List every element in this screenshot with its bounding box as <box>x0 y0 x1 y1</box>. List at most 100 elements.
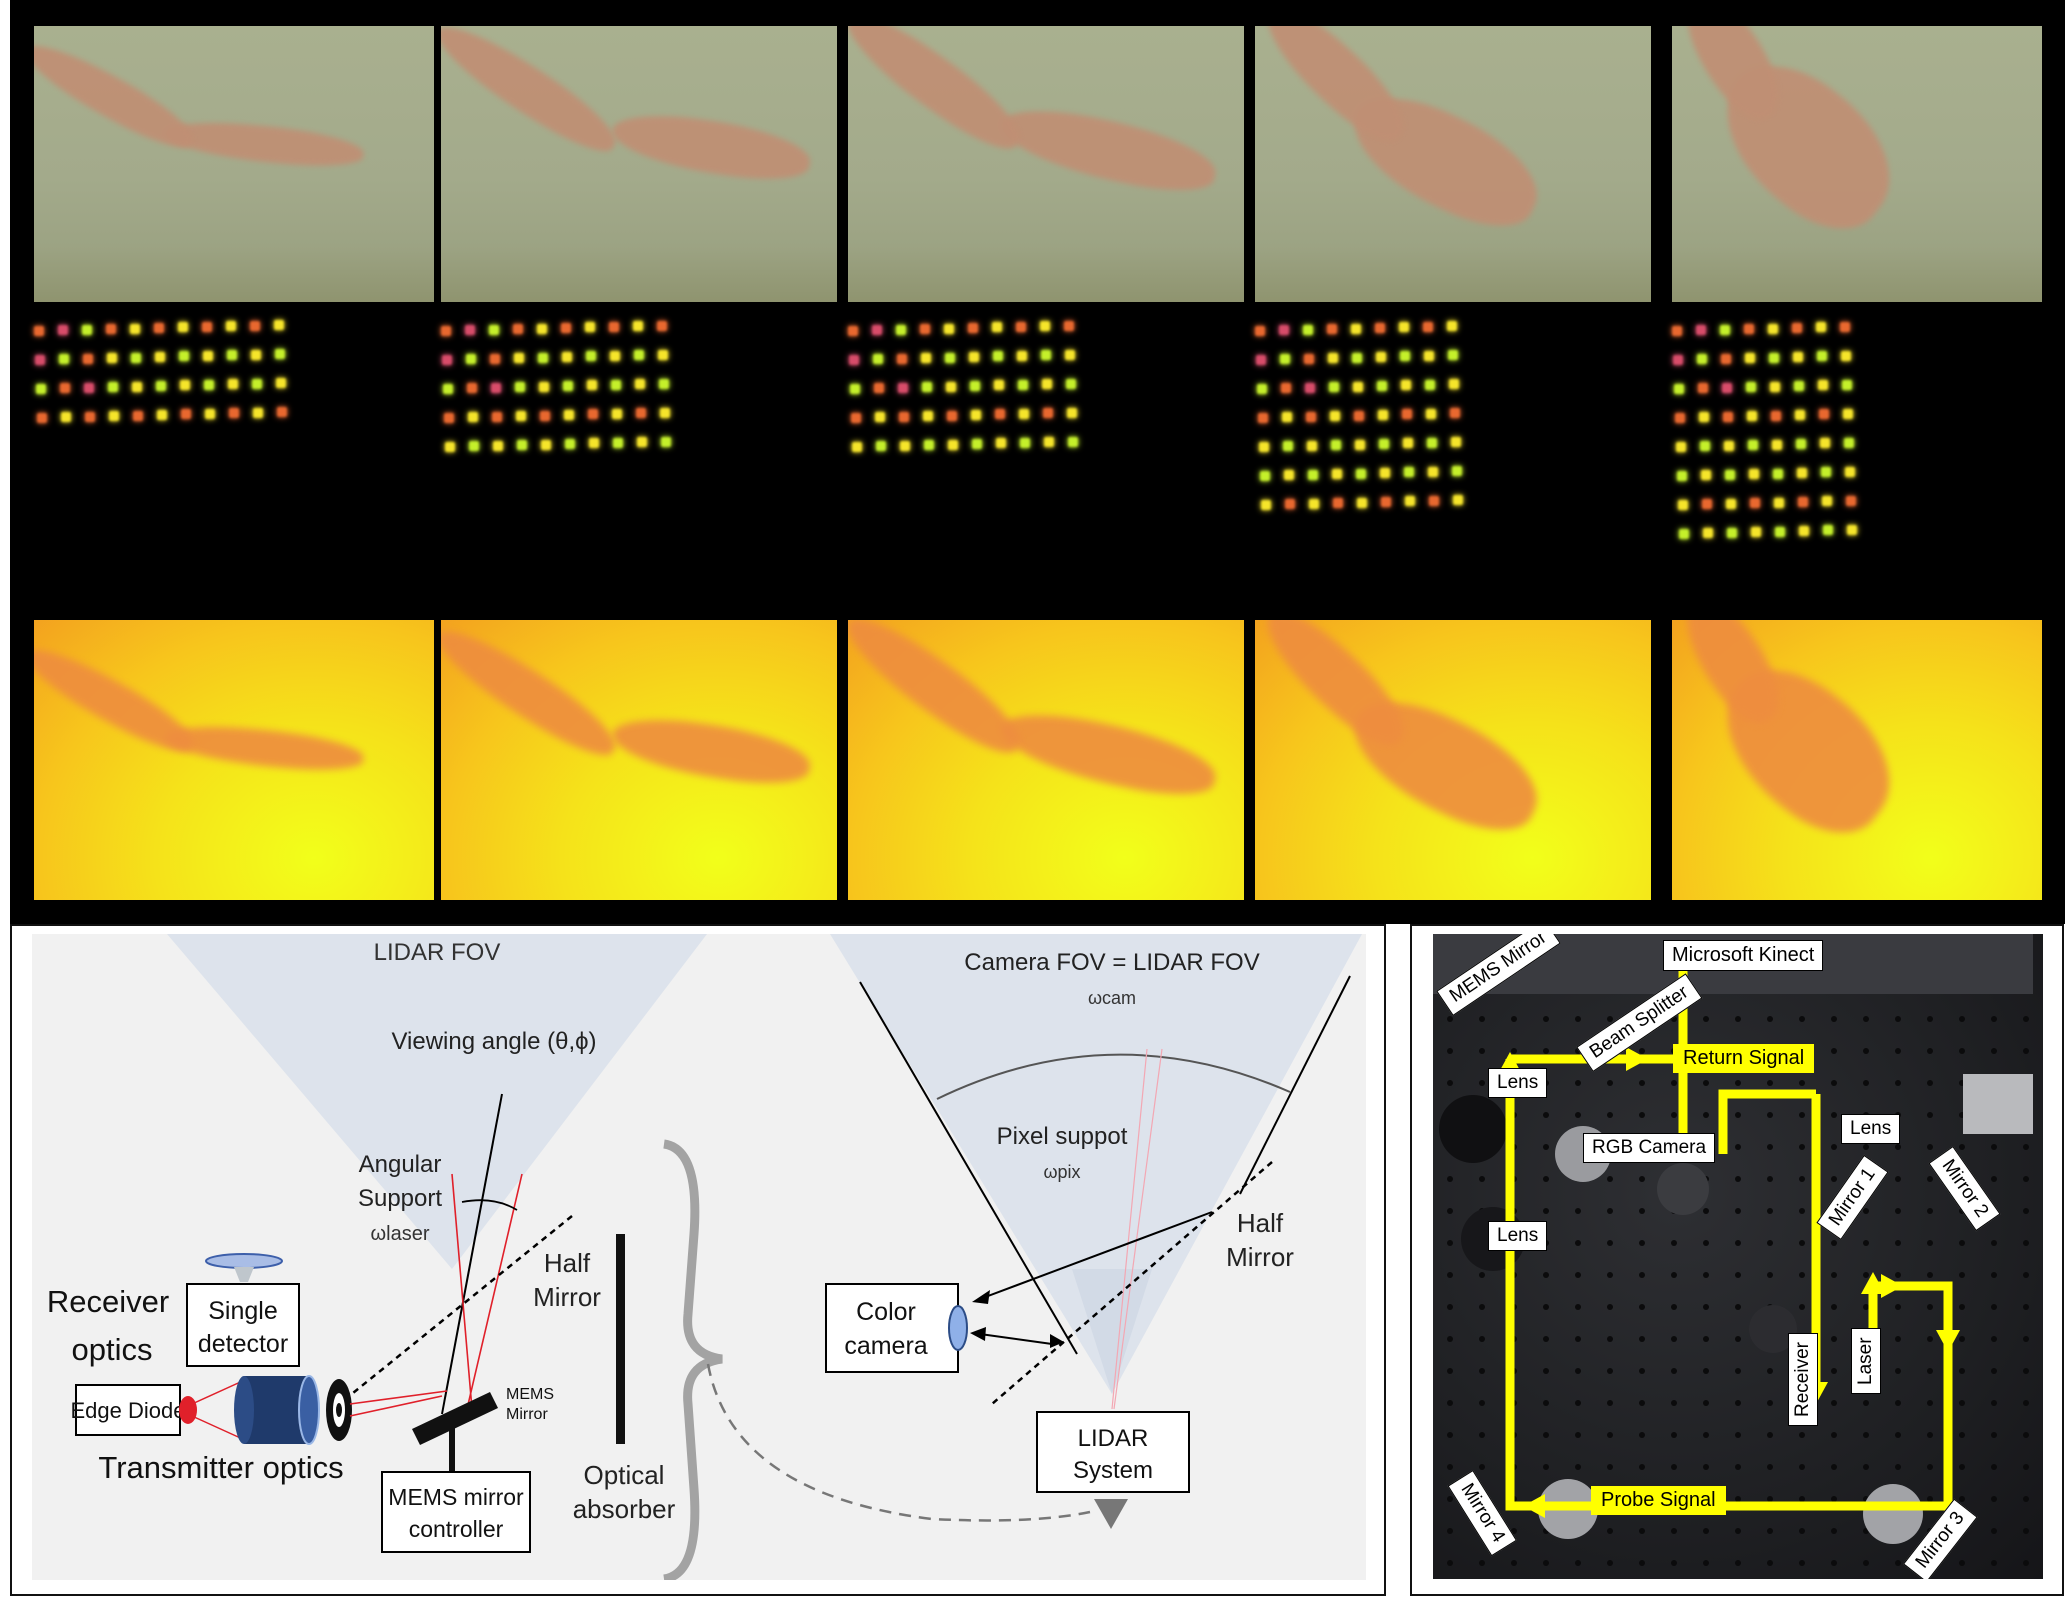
viewing-angle-line <box>441 1093 503 1415</box>
table-hole <box>1991 1304 1997 1310</box>
lidar-dot <box>205 408 215 419</box>
table-hole <box>1703 1432 1709 1438</box>
lidar-dot <box>637 437 647 448</box>
lidar-dot <box>565 439 575 449</box>
table-hole <box>1991 1176 1997 1182</box>
lidar-dot <box>1773 468 1783 479</box>
lidar-dot <box>1042 379 1052 390</box>
lidar-dot <box>1698 383 1708 394</box>
lidar-dot <box>1449 379 1459 390</box>
angular-support-arc <box>461 1199 518 1211</box>
lidar-dot-grid <box>441 320 841 586</box>
lidar-fov-cone-right <box>1072 1269 1152 1394</box>
table-hole <box>1703 1208 1709 1214</box>
table-hole <box>2023 1528 2029 1534</box>
lidar-dot <box>875 412 885 423</box>
lidar-dot <box>538 352 548 363</box>
table-hole <box>1831 1464 1837 1470</box>
camera-mount <box>1657 1163 1709 1215</box>
lidar-dot-grid <box>1672 321 2071 586</box>
lidar-dot <box>275 349 285 359</box>
table-hole <box>1895 1016 1901 1022</box>
table-hole <box>1511 1016 1517 1022</box>
lidar-schematic: LIDAR FOV Viewing angle (θ,ϕ) Angular Su… <box>47 934 1362 1584</box>
table-hole <box>1863 1240 1869 1246</box>
lidar-dot <box>944 323 954 334</box>
lidar-link-arrow <box>706 1363 1091 1522</box>
table-hole <box>1767 1240 1773 1246</box>
camera-fov-label: Camera FOV = LIDAR FOV <box>964 949 1259 976</box>
table-hole <box>1671 1240 1677 1246</box>
table-hole <box>2023 1336 2029 1342</box>
table-hole <box>1959 1464 1965 1470</box>
table-hole <box>1543 1272 1549 1278</box>
table-hole <box>1639 1464 1645 1470</box>
lidar-dot <box>1375 323 1385 333</box>
table-hole <box>1735 1112 1741 1118</box>
single-detector-label-2: detector <box>198 1330 288 1358</box>
lidar-dot <box>202 321 212 332</box>
hand-silhouette <box>162 117 366 171</box>
collimator-back <box>234 1376 254 1444</box>
table-hole <box>1831 1048 1837 1054</box>
depth-heatmap-frame <box>34 620 434 900</box>
optical-table-photo: Microsoft Kinect MEMS Mirror Beam Splitt… <box>1433 934 2043 1579</box>
lidar-dot <box>178 322 188 333</box>
lidar-dot <box>203 350 213 361</box>
depth-heatmap-frame <box>848 620 1244 900</box>
table-hole <box>1799 1304 1805 1310</box>
lidar-dot <box>970 381 980 391</box>
lidar-dot <box>443 384 453 394</box>
table-hole <box>1895 1400 1901 1406</box>
lidar-system-box <box>1036 1411 1190 1493</box>
lidar-dot <box>1700 441 1710 452</box>
lidar-dot <box>561 323 571 333</box>
table-hole <box>2023 1176 2029 1182</box>
lidar-dot <box>1697 354 1707 365</box>
table-hole <box>1703 1336 1709 1342</box>
hand-silhouette <box>34 33 203 159</box>
lidar-dot <box>1399 322 1409 333</box>
half-mirror-left <box>326 1215 573 1415</box>
lidar-dot <box>85 411 95 422</box>
lidar-dot <box>1261 500 1271 510</box>
table-hole <box>1575 1368 1581 1374</box>
lidar-dot <box>1381 497 1391 507</box>
lidar-dot <box>900 440 910 451</box>
lidar-dot <box>1281 383 1291 394</box>
lidar-dot <box>1725 469 1735 480</box>
hand-sequence-strip <box>10 0 2065 924</box>
table-hole <box>1607 1432 1613 1438</box>
lidar-dot <box>1797 468 1807 478</box>
lidar-dot <box>108 382 118 393</box>
table-hole <box>1831 1240 1837 1246</box>
lidar-dot <box>587 380 597 391</box>
lidar-dot <box>1068 436 1078 447</box>
table-hole <box>1639 1400 1645 1406</box>
table-hole <box>1639 1336 1645 1342</box>
diode-beam <box>191 1378 248 1405</box>
lidar-dot <box>873 354 883 365</box>
lidar-dot <box>1353 381 1363 392</box>
lidar-dot <box>1285 499 1295 510</box>
table-hole <box>1767 1368 1773 1374</box>
table-hole <box>1927 1176 1933 1182</box>
table-hole <box>1607 1176 1613 1182</box>
optical-absorber-label-1: Optical <box>584 1460 665 1490</box>
table-hole <box>1767 1560 1773 1566</box>
table-hole <box>1447 1208 1453 1214</box>
table-hole <box>1927 1496 1933 1502</box>
lidar-dot <box>469 441 479 452</box>
table-hole <box>1543 1144 1549 1150</box>
lidar-dot <box>1842 379 1852 390</box>
table-hole <box>1543 1528 1549 1534</box>
table-hole <box>1831 1272 1837 1278</box>
lidar-dot <box>1794 381 1804 391</box>
table-hole <box>1735 1304 1741 1310</box>
detector-lens <box>205 1253 283 1269</box>
table-hole <box>1863 1208 1869 1214</box>
lidar-dot <box>156 381 166 391</box>
table-hole <box>1639 1208 1645 1214</box>
table-hole <box>1927 1048 1933 1054</box>
lidar-dot <box>1065 349 1075 360</box>
